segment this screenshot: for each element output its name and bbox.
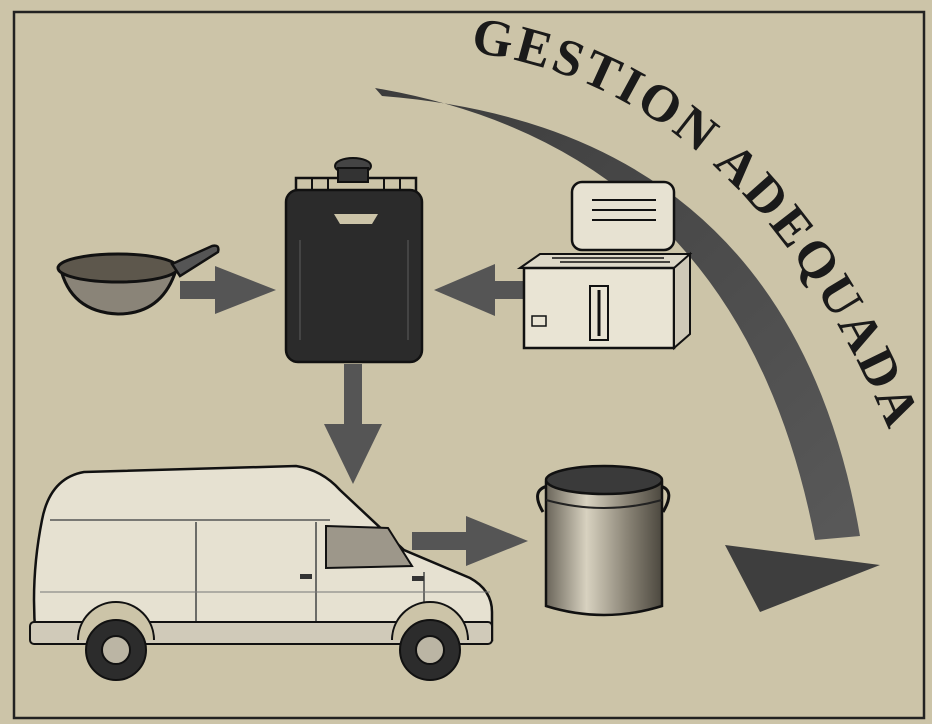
arrow-pan-to-container (180, 266, 276, 314)
collection-container-icon (286, 158, 422, 362)
arrow-container-to-van (324, 364, 382, 484)
storage-drum-icon (538, 466, 669, 615)
arrow-fryer-to-container (434, 264, 530, 316)
deep-fryer-icon (520, 182, 690, 348)
collection-van-icon (30, 466, 492, 680)
frying-pan-icon (58, 246, 218, 314)
arrow-van-to-drum (412, 516, 528, 566)
